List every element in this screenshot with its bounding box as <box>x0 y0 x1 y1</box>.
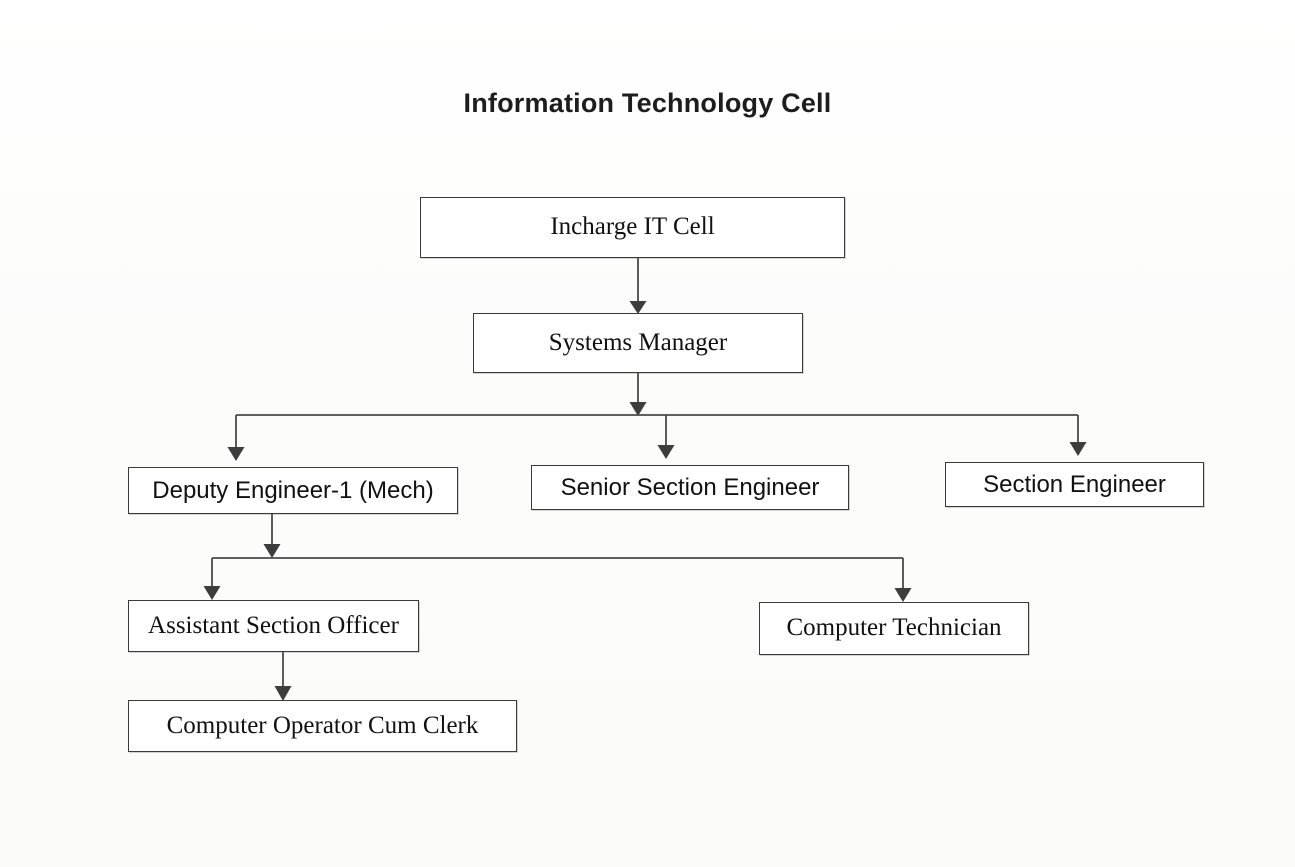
edge-aso-to-computer-operator <box>274 652 292 701</box>
node-label: Senior Section Engineer <box>560 473 820 501</box>
node-assistant-section-officer[interactable]: Assistant Section Officer <box>128 600 419 652</box>
node-label: Section Engineer <box>983 470 1166 498</box>
node-computer-operator-cum-clerk[interactable]: Computer Operator Cum Clerk <box>128 700 517 752</box>
edge-incharge-to-systems-manager <box>629 258 647 314</box>
page-title: Information Technology Cell <box>463 88 832 118</box>
bus-level3 <box>227 414 1087 461</box>
node-label: Computer Operator Cum Clerk <box>166 711 479 739</box>
node-label: Deputy Engineer-1 (Mech) <box>152 476 434 504</box>
node-section-engineer[interactable]: Section Engineer <box>945 462 1204 507</box>
node-systems-manager[interactable]: Systems Manager <box>473 313 803 373</box>
node-deputy-engineer-1-mech[interactable]: Deputy Engineer-1 (Mech) <box>128 467 458 514</box>
bus-level4 <box>203 557 912 602</box>
node-senior-section-engineer[interactable]: Senior Section Engineer <box>531 465 849 510</box>
node-label: Assistant Section Officer <box>148 611 399 639</box>
node-incharge-it-cell[interactable]: Incharge IT Cell <box>420 197 845 258</box>
edge-deputy-engineer-to-bus <box>263 514 281 558</box>
edge-systems-manager-to-bus <box>629 373 647 416</box>
node-label: Computer Technician <box>786 614 1002 642</box>
node-computer-technician[interactable]: Computer Technician <box>759 602 1029 655</box>
node-label: Systems Manager <box>548 328 728 356</box>
node-label: Incharge IT Cell <box>550 213 715 241</box>
